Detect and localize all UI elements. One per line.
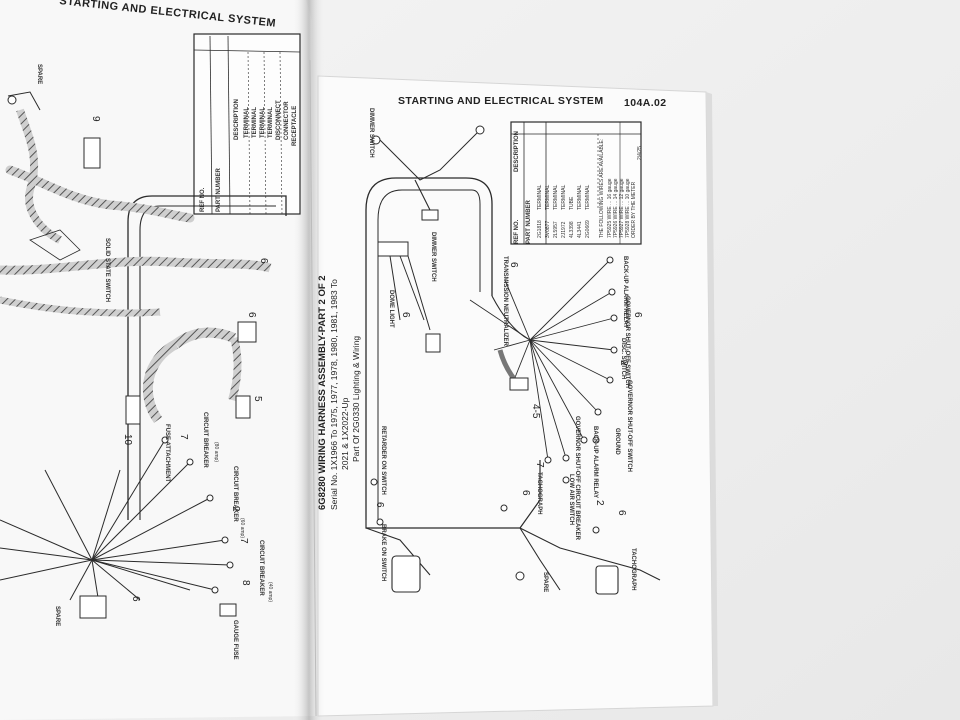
- left-callout: 6: [246, 312, 257, 318]
- left-label-circuit-breaker-80: CIRCUIT BREAKER: [202, 412, 208, 468]
- left-label-gauge-fuse: GAUGE FUSE: [232, 620, 238, 660]
- left-label-circuit-breaker-60: CIRCUIT BREAKER: [232, 466, 238, 522]
- right-label-governor-shutoff: GOVERNOR SHUT-OFF SWITCH: [626, 380, 632, 472]
- right-callout: 6: [400, 312, 411, 318]
- right-label-tachograph-bottom: TACHOGRAPH: [630, 548, 636, 591]
- right-page-header-code: 104A.02: [624, 97, 667, 109]
- right-table-row: 4L3398: [569, 221, 575, 238]
- right-label-governor-shutoff-cb: GOVERNOR SHUT-OFF CIRCUIT BREAKER: [574, 416, 580, 541]
- right-label-dome-light: DOME LIGHT: [388, 290, 394, 328]
- right-label-spare: SPARE: [542, 572, 548, 593]
- right-table-row: TERMINAL: [545, 184, 551, 210]
- right-table-footer: ORDER BY THE METER: [631, 181, 637, 238]
- right-table-row: 3V0877: [545, 220, 551, 238]
- right-callout: 6: [616, 510, 627, 516]
- left-callout: 6: [258, 258, 269, 264]
- right-page-subtitle: Serial No. 1X1966 To 1975, 1977, 1978, 1…: [329, 279, 339, 510]
- right-table-row: TERMINAL: [537, 184, 543, 210]
- left-label-spare-bottom: SPARE: [54, 606, 60, 627]
- right-page-subtitle: 2021 & 1X2022-Up: [340, 397, 350, 470]
- left-label-fuse-attachment: FUSE ATTACHMENT: [164, 424, 170, 483]
- right-parts-table: [510, 121, 642, 245]
- left-callout: 10: [122, 434, 133, 446]
- left-harness-diagram: [0, 33, 301, 619]
- right-table-row: 2J1972: [561, 221, 567, 238]
- right-table-row: TUBE: [569, 196, 575, 210]
- right-label-ground: GROUND: [614, 428, 620, 455]
- right-page-subtitle: Part Of 2G0330 Lighting & Wiring: [351, 335, 361, 462]
- left-table-row: TERMINAL: [244, 107, 250, 138]
- left-table-row: TERMINAL: [260, 107, 266, 138]
- right-callout: 6: [374, 502, 385, 508]
- left-table-row: TERMINAL: [268, 107, 274, 138]
- left-parts-table: [193, 33, 301, 215]
- right-label-disc-switch: DISC. SWITCH: [620, 338, 626, 380]
- right-table-header-part: PART NUMBER: [526, 200, 532, 244]
- right-harness-diagram: [365, 121, 661, 595]
- right-table-code: 2/4/25: [637, 146, 643, 160]
- right-page-header-title: STARTING AND ELECTRICAL SYSTEM: [398, 95, 604, 107]
- right-table-header-ref: REF NO.: [514, 219, 520, 244]
- right-callout: 6: [520, 490, 531, 496]
- right-table-row: TERMINAL: [561, 184, 567, 210]
- right-callout: 6: [508, 262, 519, 268]
- left-label-amp-80: (80 amp): [213, 442, 219, 463]
- right-callout: 7: [534, 462, 545, 468]
- left-table-row: CONNECTOR: [284, 101, 290, 140]
- right-callout: 6: [632, 312, 643, 318]
- left-callout: 7: [178, 434, 189, 440]
- left-table-row: TERMINAL: [252, 107, 258, 138]
- left-callout: 9: [90, 116, 101, 122]
- right-label-dimmer-switch: DIMMER SWITCH: [430, 232, 436, 282]
- right-table-row: TERMINAL: [577, 184, 583, 210]
- left-label-amp-40: (40 amp): [267, 582, 273, 603]
- right-label-dimmer-switch-top: DIMMER SWITCH: [368, 108, 374, 158]
- right-callout: 2: [618, 360, 629, 366]
- left-table-header-desc: DESCRIPTION: [234, 98, 240, 140]
- left-table-row: RECEPTACLE: [292, 105, 298, 146]
- right-label-brake-on-switch: BRAKE ON SWITCH: [380, 524, 386, 582]
- left-label-circuit-breaker-40: CIRCUIT BREAKER: [258, 540, 264, 596]
- right-callout: 4-5: [530, 404, 541, 419]
- right-label-transmission-neutralizer: TRANSMISSION NEUTRALIZER: [502, 256, 508, 346]
- right-table-row: 2G1818: [537, 220, 543, 238]
- right-table-row: 2G0669: [585, 220, 591, 238]
- left-callout: 8: [240, 580, 251, 586]
- right-label-tachograph-top: TACHOGRAPH: [536, 472, 542, 515]
- left-table-header-ref: REF NO.: [200, 187, 206, 212]
- left-label-spare-top: SPARE: [36, 64, 42, 85]
- right-label-low-air-switch: LOW AIR SWITCH: [568, 474, 574, 526]
- right-table-note: THE FOLLOWING WIRES ARE AVAILABLE:: [599, 138, 605, 238]
- right-table-row: 4L3441: [577, 221, 583, 238]
- right-label-retarder-on-switch: RETARDER ON SWITCH: [380, 426, 386, 495]
- left-callout: 7: [238, 538, 249, 544]
- left-callout: 5: [252, 396, 263, 402]
- right-table-row: TERMINAL: [585, 184, 591, 210]
- right-table-row: 2L5957: [553, 221, 559, 238]
- right-label-backup-alarm-relay: BACK-UP ALARM RELAY: [592, 426, 598, 499]
- left-label-amp-60: (60 amp): [239, 518, 245, 539]
- right-callout: 2: [594, 500, 605, 506]
- left-table-row: DISCONNECT: [276, 100, 282, 140]
- right-table-header-desc: DESCRIPTION: [514, 130, 520, 172]
- right-table-row: TERMINAL: [553, 184, 559, 210]
- left-table-header-part: PART NUMBER: [216, 168, 222, 212]
- left-callout: 6: [130, 596, 141, 602]
- right-page-title: 6G8280 WIRING HARNESS ASSEMBLY-PART 2 OF…: [317, 275, 328, 510]
- left-label-solid-state-switch: SOLID STATE SWITCH: [104, 238, 110, 303]
